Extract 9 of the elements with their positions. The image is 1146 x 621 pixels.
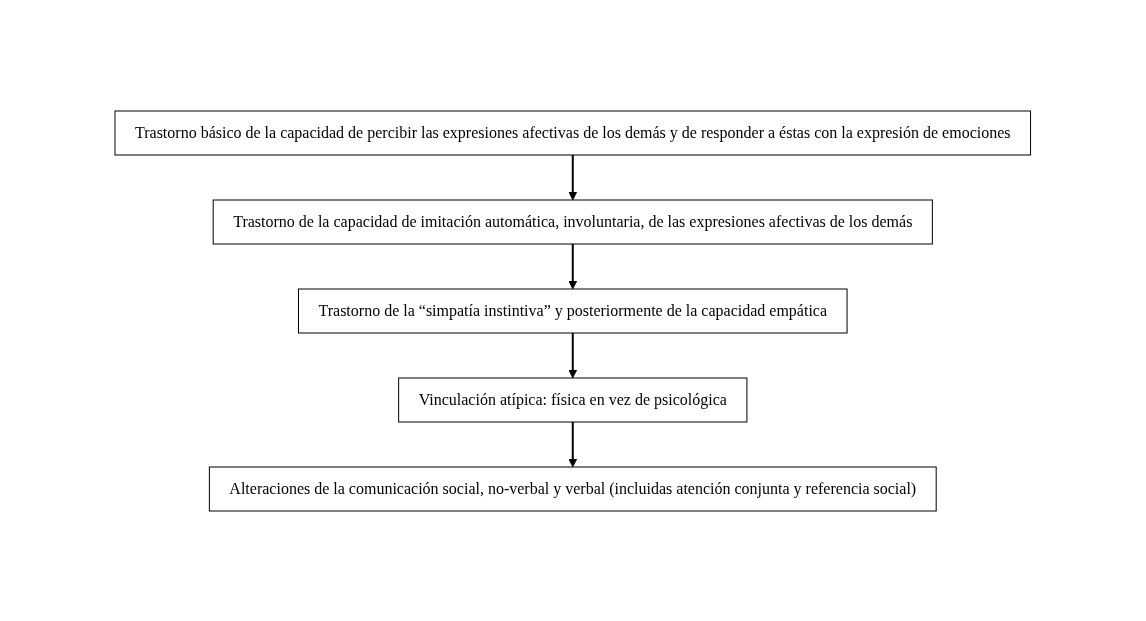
node-box: Trastorno básico de la capacidad de percibir las expresiones afectivas de los demás y de responder a éstas con la expresión de emociones <box>114 110 1032 155</box>
node-box: Trastorno de la “simpatía instintiva” y posteriormente de la capacidad empática <box>298 288 848 333</box>
node-box: Vinculación atípica: física en vez de psicológica <box>398 377 748 422</box>
arrow <box>568 153 578 200</box>
arrow <box>568 242 578 289</box>
node-box: Alteraciones de la comunicación social, no-verbal y verbal (incluidas atención conjunta y referencia social) <box>209 466 937 511</box>
arrow <box>568 331 578 378</box>
arrow <box>568 420 578 467</box>
node-box: Trastorno de la capacidad de imitación automática, involuntaria, de las expresiones afectivas de los demás <box>212 199 934 244</box>
